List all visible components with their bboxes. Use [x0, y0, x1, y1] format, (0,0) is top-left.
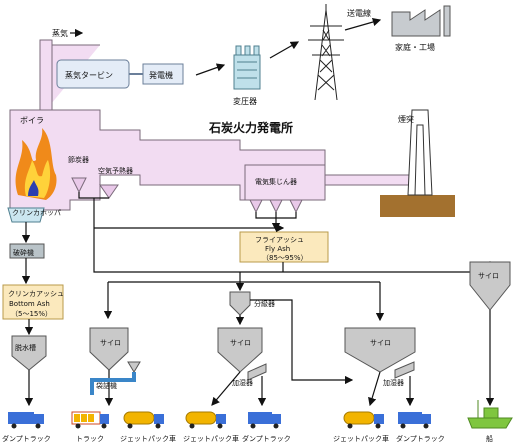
vehicle-5-label: ダンプトラック — [242, 434, 291, 443]
humidifier-3 — [394, 361, 415, 379]
steam-pipe-vertical — [39, 39, 53, 116]
bagger-conveyor — [90, 372, 136, 395]
humidifier-2-label: 加湿器 — [232, 378, 253, 387]
silo-3-label: サイロ — [370, 339, 391, 347]
steam-label: 蒸気 — [52, 28, 68, 38]
truck-icon — [123, 411, 164, 429]
esp-label: 電気集じん器 — [255, 177, 297, 186]
truck-icon — [398, 412, 431, 429]
airheater-hopper — [99, 184, 119, 199]
classifier-label: 分級器 — [254, 299, 275, 308]
boiler-label: ボイラ — [20, 116, 44, 125]
title-box — [205, 117, 305, 137]
bottom-ash-label-ratio: （5～15%） — [11, 310, 52, 318]
powerline-label: 送電線 — [347, 8, 371, 18]
crusher-label: 破砕機 — [13, 248, 34, 257]
generator-label: 発電機 — [149, 70, 173, 80]
silo-2 — [217, 327, 263, 373]
bottom-ash-label-en: Bottom Ash — [9, 300, 50, 308]
vehicle-2-label: トラック — [76, 435, 104, 443]
line-to-home-arrow — [344, 17, 382, 31]
humidifier-3-label: 加湿器 — [383, 378, 404, 387]
crusher — [9, 243, 45, 259]
factory-icon — [391, 5, 451, 37]
truck-icon — [8, 412, 44, 429]
dewater-label: 脱水槽 — [15, 343, 36, 352]
silo-1-label: サイロ — [100, 339, 121, 347]
flame-icon — [15, 128, 57, 200]
clinker-hopper — [7, 207, 45, 223]
transformer-to-line-arrow — [269, 41, 300, 59]
hopper-label: クリンカホッパ — [12, 209, 61, 217]
transformer-label: 変圧器 — [233, 96, 257, 106]
truck-icon — [343, 411, 384, 429]
bagger-hopper — [127, 361, 141, 373]
turbine-label: 蒸気タービン — [65, 70, 113, 80]
silo3-to-tank — [368, 371, 381, 407]
truck-icon — [248, 412, 281, 429]
vehicle-3-label: ジェットパック車 — [120, 434, 176, 443]
silo2-to-tank — [211, 371, 241, 406]
silo-far-label: サイロ — [478, 272, 499, 280]
fly-ash-label-ratio: （85～95%） — [262, 254, 307, 262]
vehicle-4-label: ジェットパック車 — [183, 434, 239, 443]
chimney-label: 煙突 — [398, 114, 414, 124]
economizer-label: 節炭器 — [68, 155, 89, 164]
humidifier-2 — [247, 363, 267, 381]
silo-2-label: サイロ — [230, 339, 251, 347]
vehicle-6-label: ジェットパック車 — [333, 434, 389, 443]
silo-far — [469, 261, 511, 311]
truck-icon — [185, 411, 226, 429]
chimney-icon — [380, 109, 455, 217]
electrostatic-precipitator — [244, 164, 326, 201]
dewatering-tank — [11, 335, 47, 371]
bagger-label: 袋詰機 — [96, 381, 117, 390]
diagram-title: 石炭火力発電所 — [208, 120, 293, 135]
classifier — [229, 291, 251, 316]
transformer-icon — [233, 45, 261, 90]
gen-to-transformer-arrow — [195, 63, 226, 76]
pylon-icon — [308, 4, 344, 101]
silo-3 — [344, 327, 416, 373]
fly-ash-label-ja: フライアッシュ — [255, 236, 304, 244]
ship-icon — [467, 400, 513, 429]
bottom-ash-box — [2, 284, 64, 320]
airheater-label: 空気予熱器 — [98, 166, 133, 175]
bottom-ash-label-ja: クリンカアッシュ — [8, 290, 64, 298]
esp-hoppers — [249, 199, 303, 214]
esp-collector — [255, 212, 297, 230]
vehicle-8-label: 船 — [486, 434, 493, 443]
truck-icon — [71, 411, 109, 429]
vehicle-1-label: ダンプトラック — [2, 434, 51, 443]
vehicle-7-label: ダンプトラック — [396, 434, 445, 443]
home-factory-label: 家庭・工場 — [395, 42, 435, 52]
silo-1 — [89, 327, 129, 371]
economizer-hopper — [71, 177, 87, 194]
eco-collector — [78, 192, 109, 199]
fly-ash-label-en: Fly Ash — [265, 245, 290, 253]
